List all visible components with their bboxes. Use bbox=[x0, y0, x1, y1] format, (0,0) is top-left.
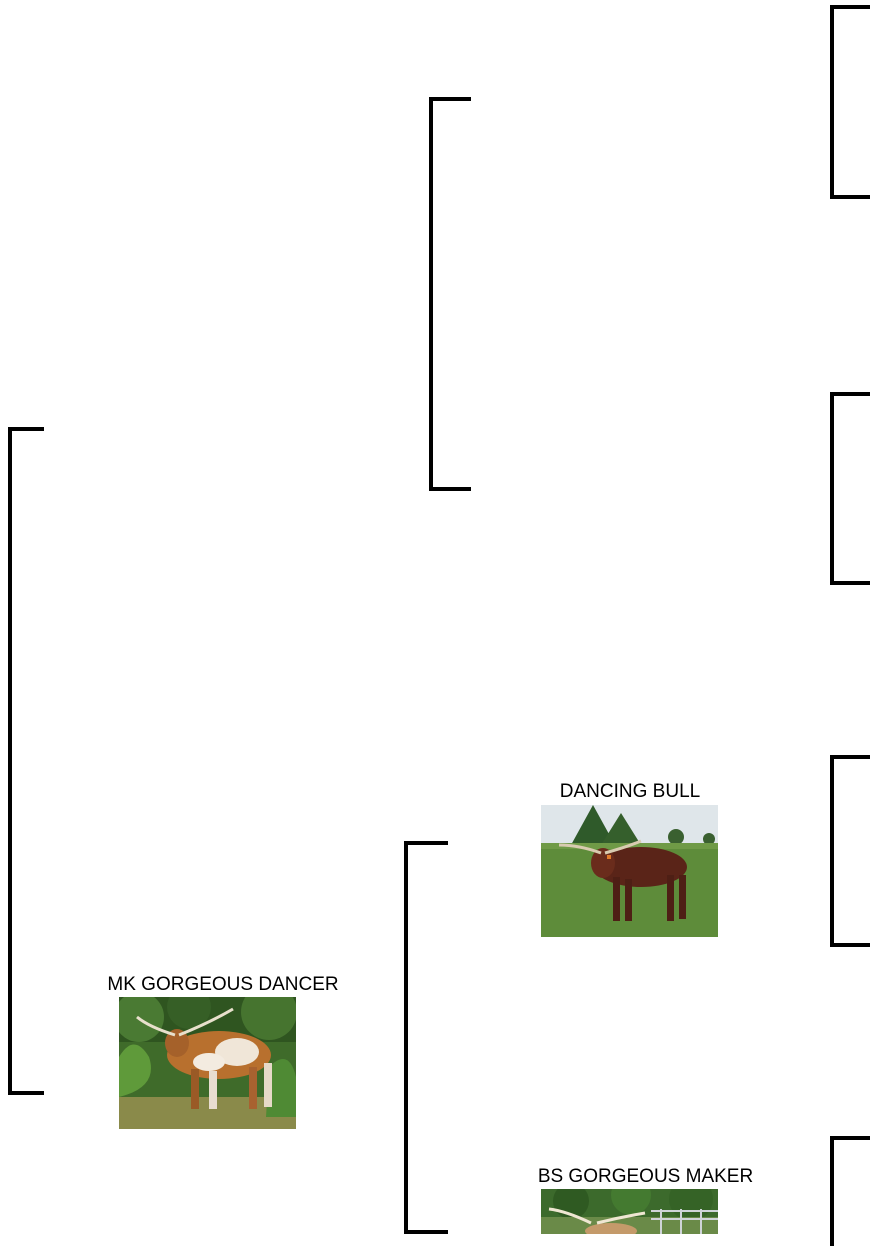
subject-name[interactable]: MK GORGEOUS DANCER bbox=[84, 974, 362, 996]
bracket-gen3-4 bbox=[830, 1136, 870, 1246]
bracket-gen3-3 bbox=[830, 755, 870, 947]
longhorn-cow-photo[interactable] bbox=[119, 997, 296, 1129]
brown-bull-photo[interactable] bbox=[541, 805, 718, 937]
bracket-gen2-dam bbox=[404, 841, 448, 1234]
bracket-gen2-sire bbox=[429, 97, 471, 491]
longhorn-photo[interactable] bbox=[541, 1189, 718, 1234]
dam-dam-name[interactable]: BS GORGEOUS MAKER bbox=[514, 1166, 777, 1188]
bracket-gen3-1 bbox=[830, 5, 870, 199]
bracket-gen1 bbox=[8, 427, 44, 1095]
dam-sire-name[interactable]: DANCING BULL bbox=[530, 781, 730, 803]
bracket-gen3-2 bbox=[830, 392, 870, 585]
